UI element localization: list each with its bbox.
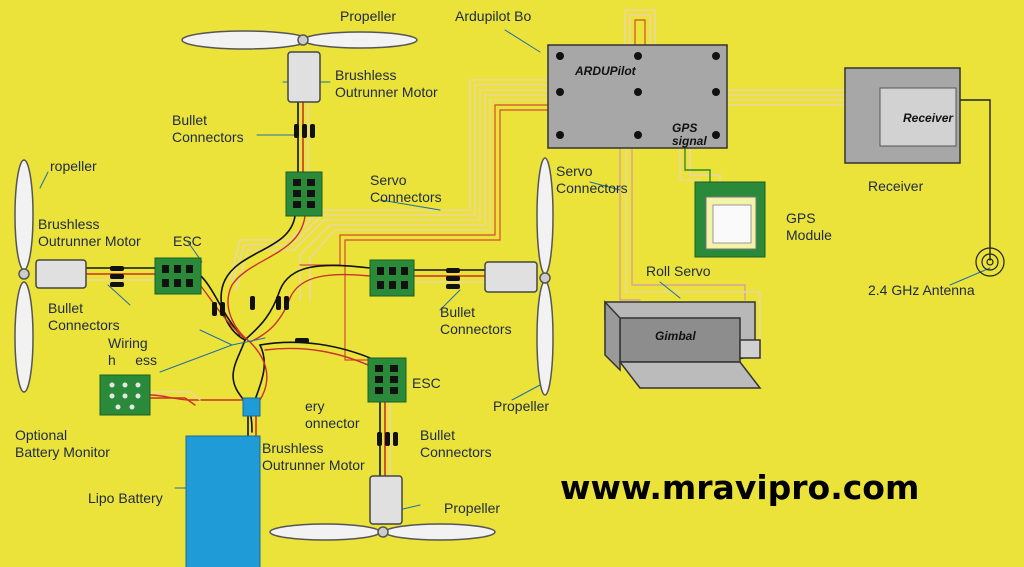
label-propeller-left: ropeller <box>50 158 97 174</box>
motor-bottom <box>369 475 403 525</box>
label-gps-signal-line: GPS <box>672 121 698 135</box>
wires <box>39 9 991 513</box>
label-brushless-bottom-line: Outrunner Motor <box>262 457 365 473</box>
antenna <box>975 247 1005 277</box>
esc-bottom <box>367 357 407 403</box>
motor-left <box>35 259 87 289</box>
propeller-right <box>536 157 554 396</box>
motor-top <box>287 51 321 103</box>
label-esc-left: ESC <box>173 233 202 249</box>
label-lipo-battery: Lipo Battery <box>88 490 163 506</box>
label-antenna: 2.4 GHz Antenna <box>868 282 975 298</box>
label-receiver-box: Receiver <box>903 111 954 125</box>
label-optional-battery-monitor-line: Battery Monitor <box>15 444 110 460</box>
label-gps-signal-line: signal <box>672 134 707 148</box>
label-wiring-harness-line: Wiring <box>108 335 148 351</box>
bullet-connectors-top <box>294 124 315 138</box>
label-servo-connectors-right-line: Servo <box>556 163 593 179</box>
label-gps-module-line: GPS <box>786 210 816 226</box>
label-bullet-left-line: Connectors <box>48 317 120 333</box>
label-receiver: Receiver <box>868 178 924 194</box>
label-brushless-top-line: Outrunner Motor <box>335 84 438 100</box>
gps-module <box>694 181 766 258</box>
gimbal <box>604 300 762 389</box>
label-bullet-top-line: Bullet <box>172 112 208 128</box>
label-servo-connectors-center-line: Servo <box>370 172 407 188</box>
label-brushless-top-line: Brushless <box>335 67 397 83</box>
bullet-connectors-left <box>110 266 124 287</box>
label-gps-module-line: Module <box>786 227 832 243</box>
propeller-top <box>181 30 418 50</box>
label-brushless-left-line: Outrunner Motor <box>38 233 141 249</box>
receiver-wire-bundle <box>726 89 846 106</box>
esc-right <box>369 259 415 297</box>
harness-connectors <box>212 296 309 343</box>
label-esc-bottom: ESC <box>412 375 441 391</box>
label-gimbal: Gimbal <box>655 329 696 343</box>
label-servo-connectors-right-line: Connectors <box>556 180 628 196</box>
receiver <box>844 67 961 164</box>
label-bullet-right-line: Bullet <box>440 304 476 320</box>
label-battery-connector-line: ery <box>305 398 325 414</box>
label-battery-connector-line: onnector <box>305 415 360 431</box>
propeller-left <box>14 159 34 393</box>
label-bullet-bottom-line: Connectors <box>420 444 492 460</box>
motor-right <box>484 261 538 293</box>
esc-left <box>154 257 202 295</box>
label-propeller-top: Propeller <box>340 8 397 24</box>
label-optional-battery-monitor-line: Optional <box>15 427 68 443</box>
ardupilot-board <box>547 44 728 149</box>
label-bullet-right-line: Connectors <box>440 321 512 337</box>
ardupilot-logo: ARDUPilot <box>575 64 636 78</box>
label-bullet-top-line: Connectors <box>172 129 244 145</box>
label-servo-connectors-center-line: Connectors <box>370 189 442 205</box>
label-propeller-right: Propeller <box>493 398 550 414</box>
label-bullet-left-line: Bullet <box>48 300 84 316</box>
label-roll-servo: Roll Servo <box>646 263 711 279</box>
label-ardupilot-board: Ardupilot Bo <box>455 8 532 24</box>
lipo-battery <box>185 435 261 567</box>
label-bullet-bottom-line: Bullet <box>420 427 456 443</box>
battery-monitor-board <box>99 374 151 416</box>
website-watermark: www.mravipro.com <box>560 468 920 507</box>
label-wiring-harness-line: h ess <box>108 352 158 368</box>
esc-top <box>285 171 323 217</box>
label-propeller-bottom: Propeller <box>444 500 501 516</box>
bullet-connectors-right <box>446 268 460 289</box>
propeller-bottom <box>269 523 496 541</box>
label-brushless-bottom-line: Brushless <box>262 440 324 456</box>
battery-connector <box>242 397 261 417</box>
label-brushless-left-line: Brushless <box>38 216 100 232</box>
bullet-connectors-bottom <box>377 432 398 446</box>
